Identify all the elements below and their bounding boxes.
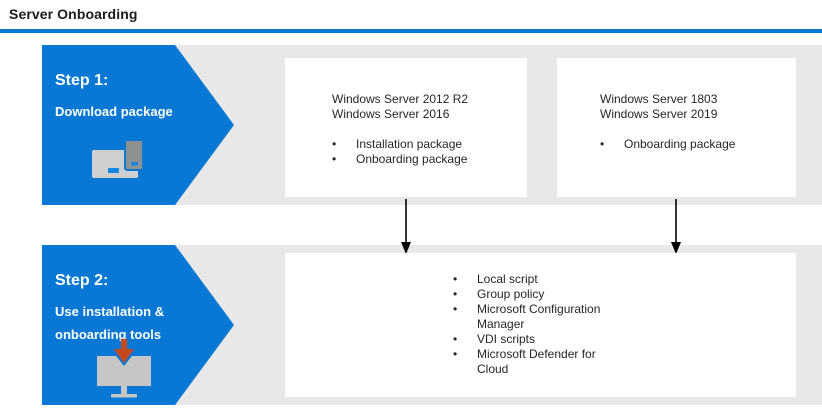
bullet-text: Local script (477, 272, 538, 286)
bullet-icon: • (453, 332, 458, 346)
list-item: • Microsoft Configuration Manager (453, 302, 796, 332)
page-title: Server Onboarding (9, 6, 138, 22)
bullet-text: Group policy (477, 287, 545, 301)
step1-subtitle: Download package (55, 104, 173, 119)
package-box-2012-2016: Windows Server 2012 R2 Windows Server 20… (285, 58, 527, 197)
os-name: Windows Server 2019 (600, 107, 718, 121)
list-item: • Group policy (453, 287, 796, 302)
list-item: • Microsoft Defender for Cloud (453, 347, 796, 377)
bullet-text: VDI scripts (477, 332, 536, 346)
list-item: • Onboarding package (600, 137, 796, 152)
os-name: Windows Server 2012 R2 (332, 92, 469, 106)
step1-title: Step 1: (55, 72, 109, 89)
step2-subtitle-line2: onboarding tools (55, 327, 162, 342)
bullet-text: Onboarding package (356, 152, 468, 166)
step2-title: Step 2: (55, 272, 109, 289)
os-name: Windows Server 1803 (600, 92, 718, 106)
os-name: Windows Server 2016 (332, 107, 450, 121)
down-arrow-icon (401, 199, 411, 254)
step2-subtitle-line1: Use installation & (55, 304, 165, 319)
bullet-icon: • (332, 137, 337, 151)
title-divider (0, 29, 822, 33)
bullet-icon: • (600, 137, 605, 151)
bullet-text: Microsoft Defender for Cloud (477, 347, 596, 376)
bullet-icon: • (453, 272, 458, 286)
package-box-1803-2019: Windows Server 1803 Windows Server 2019 … (557, 58, 796, 197)
bullet-icon: • (332, 152, 337, 166)
bullet-icon: • (453, 347, 458, 361)
box-title-lines: Windows Server 2012 R2 Windows Server 20… (332, 92, 527, 122)
list-item: • Onboarding package (332, 152, 527, 167)
list-item: • Local script (453, 272, 796, 287)
box-title-lines: Windows Server 1803 Windows Server 2019 (600, 92, 796, 122)
tools-box: • Local script • Group policy • Microsof… (285, 253, 796, 397)
list-item: • VDI scripts (453, 332, 796, 347)
bullet-icon: • (453, 287, 458, 301)
bullet-text: Installation package (356, 137, 463, 151)
bullet-icon: • (453, 302, 458, 316)
bullet-text: Microsoft Configuration Manager (477, 302, 601, 331)
down-arrow-icon (671, 199, 681, 254)
bullet-text: Onboarding package (624, 137, 736, 151)
monitor-download-icon (97, 339, 151, 398)
devices-icon (92, 140, 144, 178)
list-item: • Installation package (332, 137, 527, 152)
